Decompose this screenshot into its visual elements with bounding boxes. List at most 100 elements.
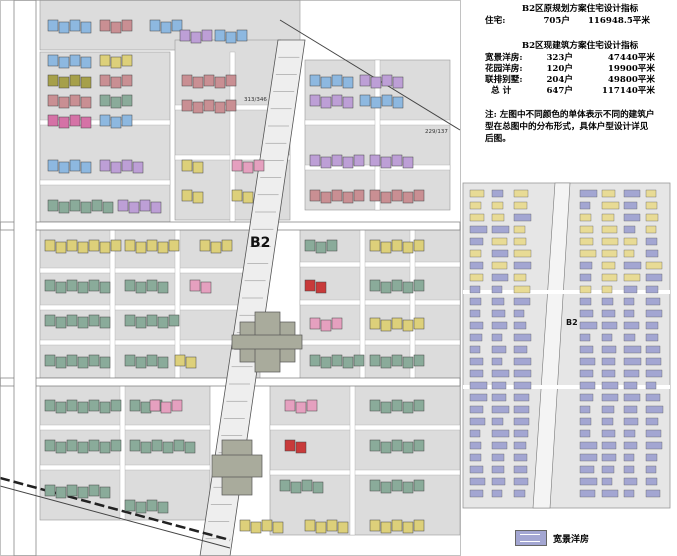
- stats-area: 47440平米: [607, 53, 655, 63]
- residential-unit: [129, 439, 196, 454]
- block-label: 229/137: [425, 129, 448, 135]
- house-unit: [47, 19, 59, 32]
- inset-house: [579, 369, 594, 378]
- inset-house: [491, 201, 504, 210]
- house-unit: [309, 94, 321, 107]
- house-unit: [413, 239, 425, 252]
- house-unit: [110, 56, 122, 69]
- residential-unit: [359, 94, 404, 109]
- inset-house: [623, 333, 636, 342]
- house-unit: [391, 239, 403, 252]
- house-unit: [337, 521, 349, 534]
- house-unit: [77, 316, 89, 329]
- inset-house: [513, 309, 525, 318]
- house-unit: [190, 31, 202, 44]
- house-unit: [47, 74, 59, 87]
- house-unit: [132, 161, 144, 174]
- house-unit: [121, 94, 133, 107]
- house-unit: [380, 401, 392, 414]
- house-unit: [315, 281, 327, 294]
- inset-house: [579, 213, 592, 222]
- house-unit: [392, 96, 404, 109]
- house-unit: [55, 281, 67, 294]
- residential-unit: [181, 189, 204, 204]
- inset-house: [513, 237, 527, 246]
- house-unit: [99, 241, 111, 254]
- house-unit: [69, 19, 81, 32]
- house-unit: [99, 94, 111, 107]
- residential-unit: [181, 74, 237, 89]
- inset-house: [645, 393, 661, 402]
- house-unit: [381, 74, 393, 87]
- house-unit: [47, 199, 59, 212]
- house-unit: [121, 19, 133, 32]
- inset-house: [491, 285, 503, 294]
- house-unit: [413, 519, 425, 532]
- stats-row-townhouse: 联排别墅: 204户 49800平米: [485, 75, 675, 86]
- inset-house: [491, 297, 505, 306]
- house-unit: [392, 76, 404, 89]
- internal-road: [269, 469, 461, 476]
- house-unit: [135, 316, 147, 329]
- inset-house: [469, 417, 486, 426]
- inset-road: [463, 385, 670, 389]
- inset-house: [513, 429, 529, 438]
- house-unit: [80, 21, 92, 34]
- boundary-line: [0, 485, 231, 549]
- inset-house: [601, 357, 616, 366]
- stats-units: 647户: [546, 86, 573, 96]
- residential-unit: [309, 189, 365, 204]
- inset-house: [579, 381, 596, 390]
- inset-house: [491, 309, 506, 318]
- residential-unit: [309, 154, 365, 169]
- house-unit: [181, 189, 193, 202]
- residential-unit: [99, 114, 133, 129]
- house-unit: [309, 74, 321, 87]
- inset-house: [645, 357, 662, 366]
- inset-house: [469, 273, 484, 282]
- residential-unit: [284, 439, 307, 454]
- house-unit: [157, 316, 169, 329]
- house-unit: [58, 201, 70, 214]
- inset-house: [491, 273, 509, 282]
- inset-house: [491, 441, 508, 450]
- house-unit: [110, 21, 122, 34]
- inset-house: [513, 453, 528, 462]
- residential-unit: [117, 199, 162, 214]
- inset-house: [513, 381, 532, 390]
- house-unit: [110, 439, 122, 452]
- inset-house: [579, 345, 594, 354]
- house-unit: [309, 317, 321, 330]
- stats-label: 联排别墅:: [485, 75, 523, 85]
- house-unit: [380, 521, 392, 534]
- inset-house: [601, 381, 619, 390]
- house-unit: [121, 54, 133, 67]
- inset-road: [463, 290, 670, 294]
- inset-house: [579, 249, 597, 258]
- inset-house: [601, 309, 616, 318]
- house-unit: [181, 74, 193, 87]
- inset-house: [623, 213, 641, 222]
- inset-house: [469, 285, 481, 294]
- house-unit: [80, 116, 92, 129]
- inset-house: [491, 237, 508, 246]
- inset-house: [623, 393, 641, 402]
- house-unit: [391, 479, 403, 492]
- house-unit: [44, 354, 56, 367]
- house-unit: [402, 319, 414, 332]
- house-unit: [157, 356, 169, 369]
- inset-house: [645, 225, 657, 234]
- house-unit: [77, 241, 89, 254]
- house-unit: [331, 317, 343, 330]
- house-unit: [380, 156, 392, 169]
- inset-house: [645, 297, 661, 306]
- house-unit: [58, 161, 70, 174]
- inset-house: [491, 369, 510, 378]
- house-unit: [201, 29, 213, 42]
- inset-house: [623, 201, 638, 210]
- internal-road: [39, 304, 261, 311]
- house-unit: [128, 201, 140, 214]
- residential-unit: [369, 354, 425, 369]
- house-unit: [168, 239, 180, 252]
- residential-unit: [369, 154, 414, 169]
